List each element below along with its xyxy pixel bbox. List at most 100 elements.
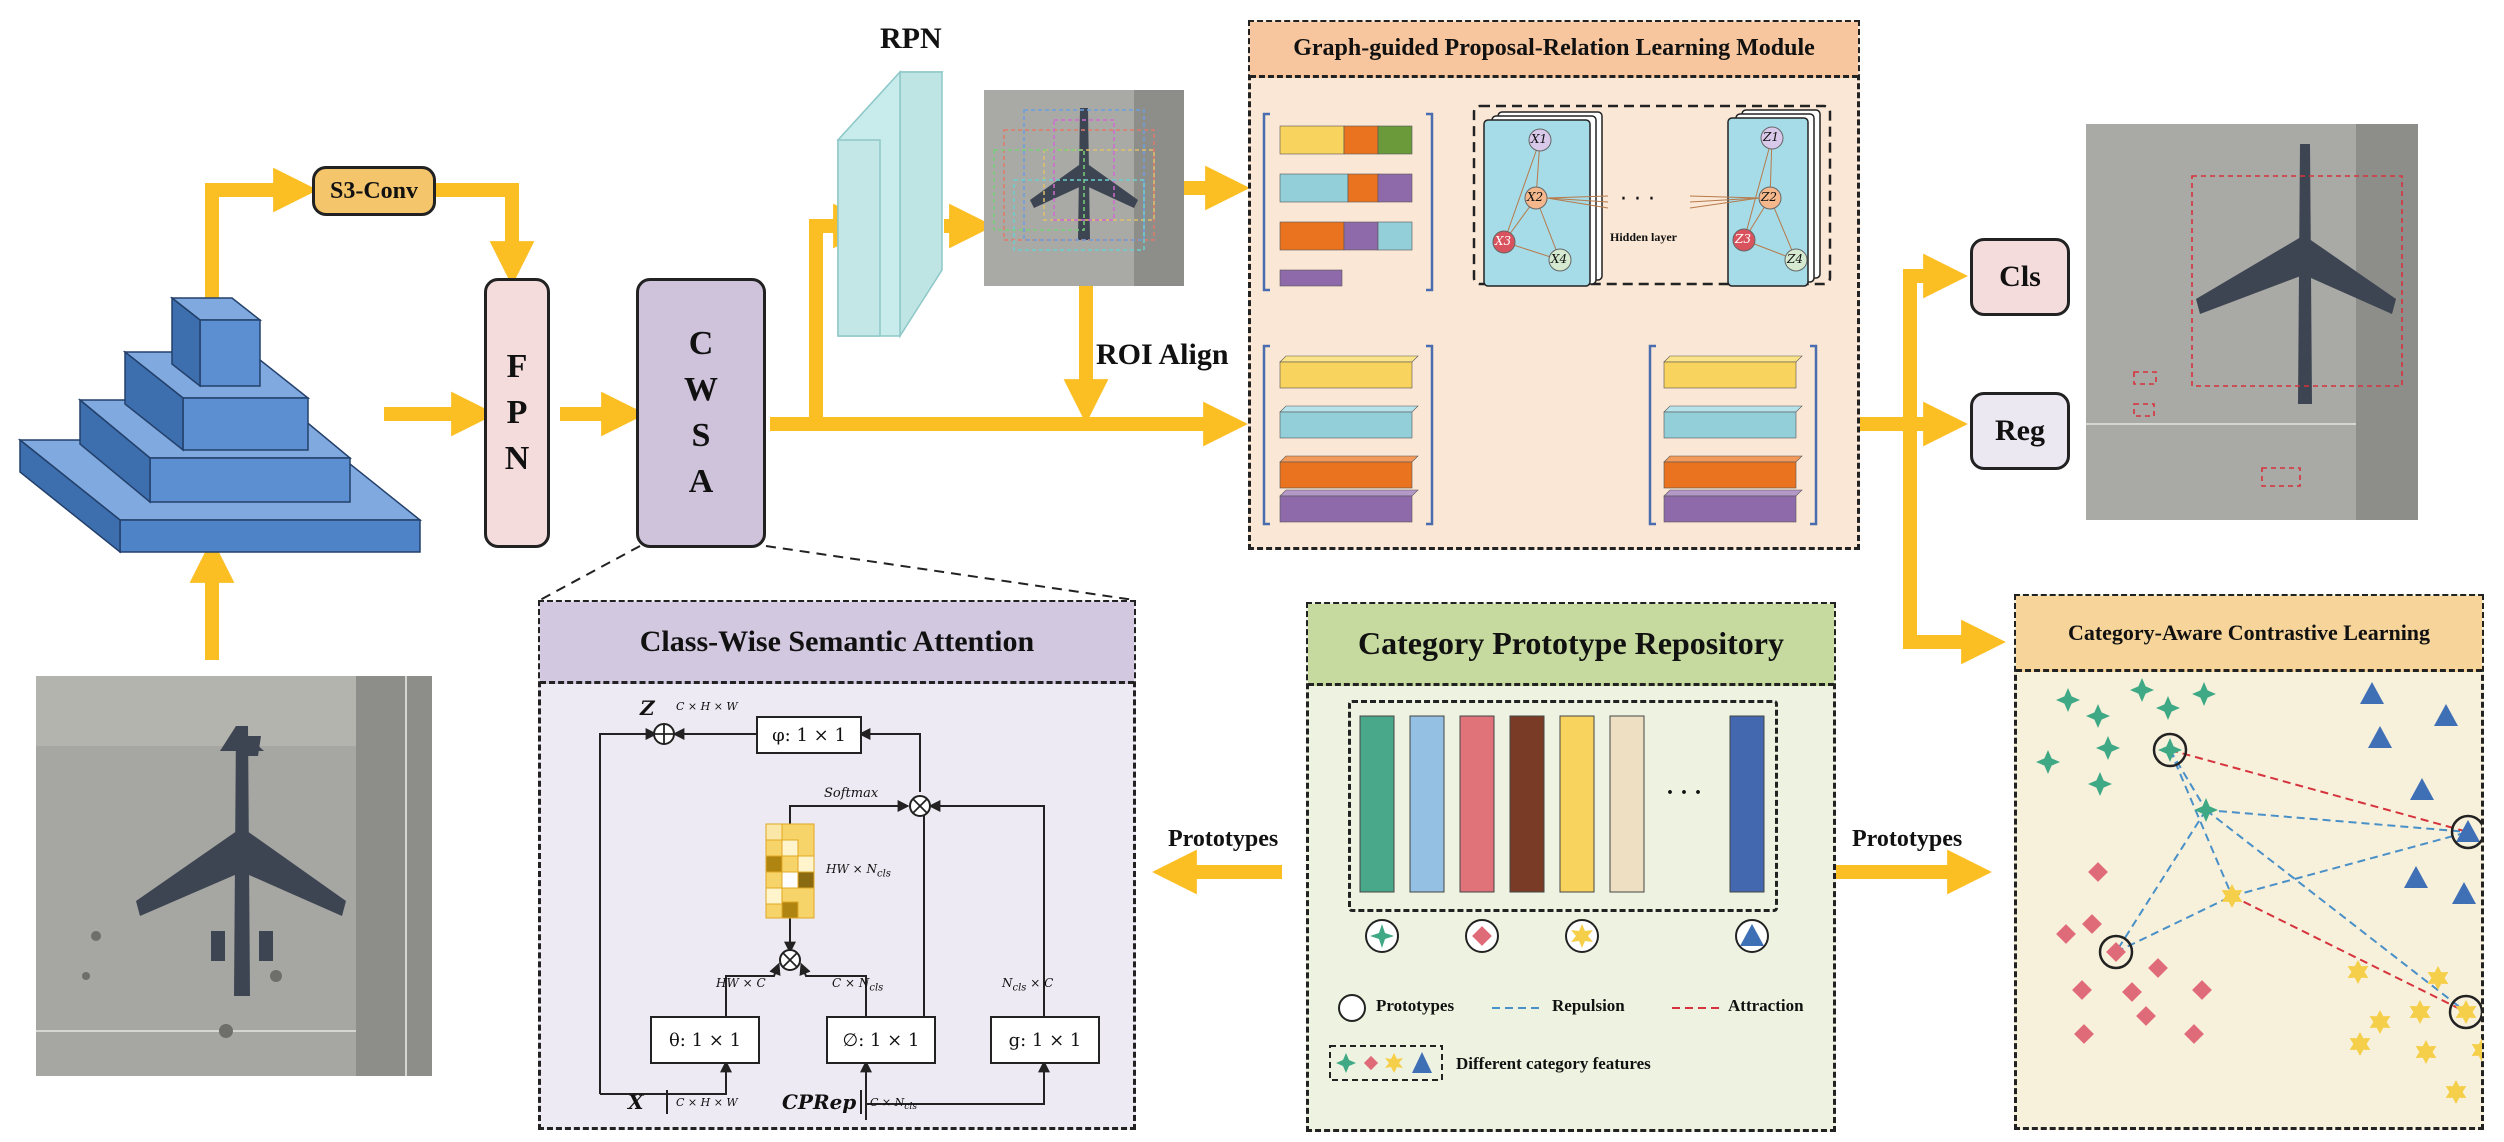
yellow-star-mark bbox=[2427, 966, 2449, 990]
x-dim: C × H × W bbox=[676, 1096, 738, 1109]
prototype-circle-mark bbox=[2448, 994, 2482, 1030]
g-conv: g: 1 × 1 bbox=[990, 1016, 1100, 1064]
phi-conv: φ: 1 × 1 bbox=[756, 716, 862, 754]
reg-head: Reg bbox=[1970, 392, 2070, 470]
oslash-conv: ∅: 1 × 1 bbox=[826, 1016, 936, 1064]
repulsion-line bbox=[2231, 831, 2469, 897]
c-ncls-text: C × N bbox=[832, 976, 870, 990]
prototype-bar bbox=[1359, 715, 1395, 893]
node-z1: Z1 bbox=[1763, 130, 1779, 144]
proposals-image bbox=[984, 90, 1184, 286]
prototype-circle-mark bbox=[2152, 732, 2188, 768]
teal-star-mark bbox=[2086, 704, 2110, 728]
zoom-line-right bbox=[765, 545, 1135, 601]
teal-star-mark bbox=[2192, 682, 2216, 706]
airplane-icon bbox=[136, 726, 346, 996]
arrow-gprl-to-cls bbox=[1820, 253, 1968, 431]
hw-ncls-label: HW × Ncls bbox=[826, 862, 891, 879]
backbone-pyramid bbox=[17, 296, 423, 554]
node-z4: Z4 bbox=[1787, 252, 1803, 266]
pink-diamond-mark bbox=[2136, 1006, 2156, 1026]
graph-dashed-box bbox=[1472, 104, 1832, 286]
node-z2: Z2 bbox=[1761, 190, 1777, 204]
cprep-tick bbox=[860, 1090, 862, 1114]
blue-triangle-mark bbox=[2434, 704, 2458, 726]
detection-result-image bbox=[2086, 124, 2418, 520]
zoom-line-left bbox=[539, 545, 641, 601]
repulsion-line bbox=[2169, 749, 2207, 811]
cls-head: Cls bbox=[1970, 238, 2070, 316]
prototype-circle-mark bbox=[2098, 934, 2134, 970]
cacl-panel bbox=[2014, 594, 2484, 1130]
pink-diamond-mark bbox=[2148, 958, 2168, 978]
fpn-letter: N bbox=[504, 440, 530, 477]
yellow-star-mark bbox=[2445, 1080, 2467, 1104]
yellow-star-mark bbox=[2221, 884, 2243, 908]
yellow-star-mark bbox=[2347, 960, 2369, 984]
pink-diamond-mark bbox=[2184, 1024, 2204, 1044]
cprep-dim: C × Ncls bbox=[870, 1096, 917, 1112]
graph-x-card bbox=[1483, 111, 1603, 287]
teal-star-icon bbox=[1370, 924, 1394, 948]
yellow-star-mark bbox=[2349, 1032, 2371, 1056]
ncls-c-tail: × C bbox=[1026, 976, 1054, 990]
node-x3: X3 bbox=[1495, 234, 1512, 248]
pink-diamond-mark bbox=[2056, 924, 2076, 944]
ncls-c-label: Ncls × C bbox=[1002, 976, 1053, 993]
prototype-bar bbox=[1559, 715, 1595, 893]
pink-diamond-mark bbox=[2088, 862, 2108, 882]
attention-map bbox=[765, 823, 815, 919]
s3conv-block: S3-Conv bbox=[312, 166, 436, 216]
upper-feature-stack bbox=[1262, 112, 1434, 292]
repulsion-line bbox=[2169, 749, 2233, 897]
arrow-gprl-to-cacl bbox=[1903, 424, 2006, 665]
pink-diamond-mark bbox=[2106, 942, 2126, 962]
pink-diamond-mark bbox=[2122, 982, 2142, 1002]
legend-prototypes: Prototypes bbox=[1376, 996, 1455, 1015]
cwsa-detail-title: Class-Wise Semantic Attention bbox=[540, 602, 1134, 684]
graph-z-card bbox=[1727, 109, 1821, 287]
cpr-title: Category Prototype Repository bbox=[1308, 604, 1834, 686]
repulsion-line bbox=[2205, 809, 2469, 833]
yellow-star-mark bbox=[2455, 1000, 2477, 1024]
hw-ncls-sub: cls bbox=[876, 868, 891, 880]
roi-align-label: ROI Align bbox=[1096, 338, 1229, 371]
blue-triangle-mark bbox=[2456, 820, 2480, 842]
prototype-bars bbox=[1359, 715, 1765, 893]
teal-star-mark bbox=[2096, 736, 2120, 760]
arrow-pyramid-to-s3conv bbox=[205, 167, 318, 300]
teal-star-mark bbox=[2156, 696, 2180, 720]
attraction-line bbox=[2231, 895, 2467, 1013]
prototype-bar bbox=[1409, 715, 1445, 893]
yellow-star-mark bbox=[2471, 1038, 2482, 1062]
repulsion-line bbox=[2115, 809, 2207, 953]
attention-diagram bbox=[599, 723, 1050, 1120]
yellow-star-mark bbox=[2415, 1040, 2437, 1064]
theta-conv: θ: 1 × 1 bbox=[650, 1016, 760, 1064]
blue-triangle-mark bbox=[2368, 726, 2392, 748]
cwsa-letter: A bbox=[688, 463, 714, 500]
fpn-letter: F bbox=[506, 348, 528, 385]
cwsa-letter: W bbox=[684, 371, 718, 408]
blue-triangle-mark bbox=[2410, 778, 2434, 800]
prototype-bank-box bbox=[1348, 700, 1778, 912]
teal-star-mark bbox=[2194, 798, 2218, 822]
gprl-title: Graph-guided Proposal-Relation Learning … bbox=[1250, 22, 1858, 78]
rpn-label: RPN bbox=[880, 22, 942, 55]
contrastive-scatter bbox=[2036, 678, 2482, 1104]
cprep-label: CPRep bbox=[782, 1090, 857, 1114]
blue-triangle-mark bbox=[2404, 866, 2428, 888]
legend-repulsion: Repulsion bbox=[1552, 996, 1625, 1015]
x-label: X bbox=[628, 1090, 644, 1114]
cprep-dim-text: C × N bbox=[870, 1096, 905, 1109]
rpn-block bbox=[836, 70, 944, 339]
teal-star-mark bbox=[2158, 738, 2182, 762]
node-x1: X1 bbox=[1531, 132, 1548, 146]
prototype-bar bbox=[1459, 715, 1495, 893]
pink-diamond-mark bbox=[2192, 980, 2212, 1000]
fpn-letter: P bbox=[506, 394, 528, 431]
yellow-star-mark bbox=[2369, 1010, 2391, 1034]
prototype-circle-mark bbox=[2450, 814, 2482, 850]
prototypes-right-label: Prototypes bbox=[1852, 826, 1963, 852]
